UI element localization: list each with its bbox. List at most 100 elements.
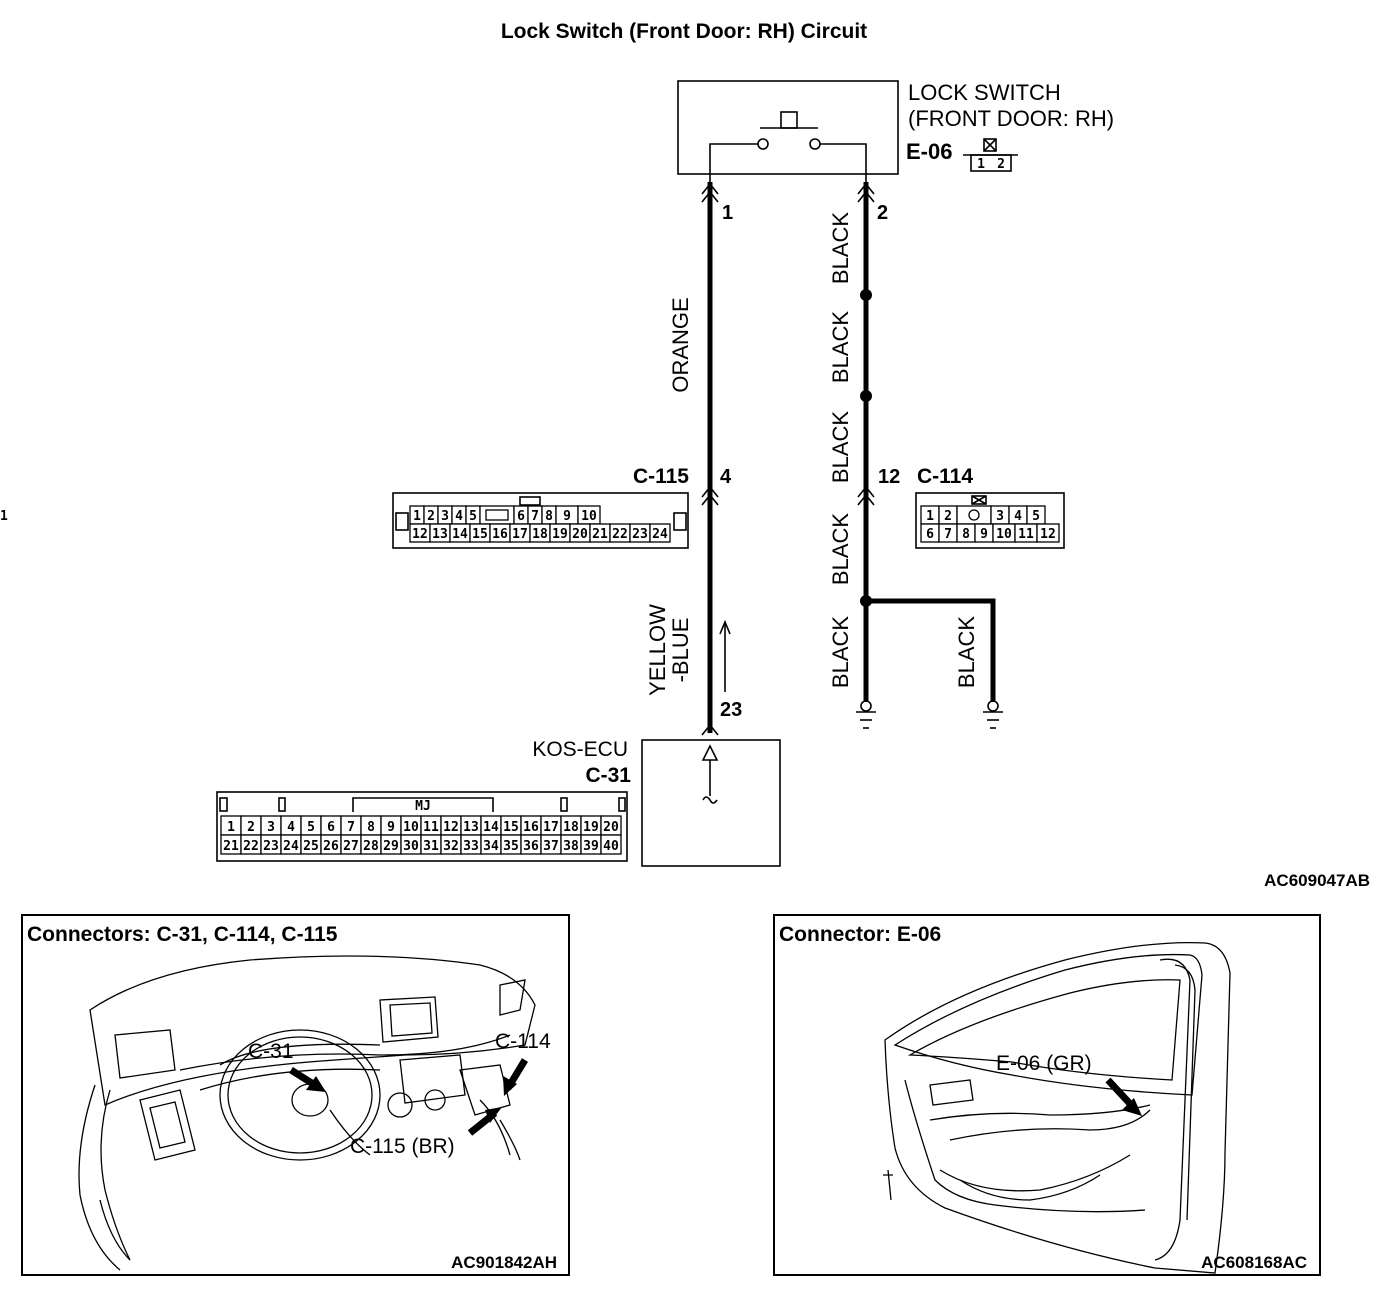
connector-pin-label: 10	[581, 509, 597, 524]
connector-pin-label: 38	[563, 839, 579, 854]
connector-pin-label: 12	[443, 820, 459, 835]
connector-pin-label: 11	[423, 820, 439, 835]
c115-label: C-115	[633, 465, 689, 488]
page-title: Lock Switch (Front Door: RH) Circuit	[501, 20, 867, 43]
connector-pin-label: 14	[483, 820, 499, 835]
wire-color-black-5: BLACK	[828, 616, 853, 688]
location-panel-left	[21, 914, 570, 1276]
connector-pin-label: 15	[472, 527, 488, 542]
connector-pin-label: 37	[543, 839, 559, 854]
connector-pin-label: 3	[441, 509, 449, 524]
connector-pin-label: 21	[592, 527, 608, 542]
panel-left-label-c114: C-114	[495, 1030, 551, 1053]
connector-pin-label: 7	[347, 820, 355, 835]
pin-label-e06-1: 1	[722, 202, 733, 224]
pin-label-e06-2: 2	[877, 202, 888, 224]
panel-left-code: AC901842AH	[451, 1253, 557, 1272]
door-sketch	[883, 941, 1231, 1274]
connector-pin-label: 1	[227, 820, 235, 835]
connector-pin-label: 11	[0, 509, 8, 524]
connector-pin-label: 14	[452, 527, 468, 542]
connector-pin-label: 5	[307, 820, 315, 835]
panel-right-label-e06: E-06 (GR)	[996, 1052, 1092, 1075]
connector-pin-label: 9	[387, 820, 395, 835]
connector-pin-label: 12	[1040, 527, 1056, 542]
connector-pin-label: 19	[552, 527, 568, 542]
connector-pin-label: 6	[517, 509, 525, 524]
location-panel-right	[773, 914, 1321, 1276]
connector-pin-cell	[649, 523, 671, 543]
connector-pin-label: 19	[583, 820, 599, 835]
e06-pin-1: 1	[977, 157, 985, 172]
connector-pin-cell	[600, 834, 622, 855]
connector-key-mark	[485, 509, 509, 521]
wire-color-black-2: BLACK	[828, 311, 853, 383]
wire-color-blue: -BLUE	[668, 618, 693, 683]
connector-pin-label: 5	[1032, 509, 1040, 524]
connector-pin-label: 9	[563, 509, 571, 524]
connector-pin-label: 1	[413, 509, 421, 524]
wire-color-black-4: BLACK	[828, 513, 853, 585]
ground-icon	[856, 700, 876, 729]
connector-pin-label: 27	[343, 839, 359, 854]
connector-pin-label: 30	[403, 839, 419, 854]
connector-pin-label: 12	[412, 527, 428, 542]
connector-pin-cell	[479, 505, 515, 525]
connector-pin-label: 17	[512, 527, 528, 542]
e06-pin-2: 2	[997, 157, 1005, 172]
wire-color-orange: ORANGE	[668, 297, 693, 392]
connector-pin-label: 13	[432, 527, 448, 542]
panel-right-code: AC608168AC	[1201, 1253, 1307, 1272]
connector-pin-label: 40	[603, 839, 619, 854]
splice-point	[860, 390, 872, 402]
connector-pin-label: 8	[367, 820, 375, 835]
connector-pin-label: 7	[944, 527, 952, 542]
connector-pin-label: 5	[469, 509, 477, 524]
c114-label: C-114	[917, 465, 973, 488]
connector-pin-label: 6	[327, 820, 335, 835]
pin-label-ecu-23: 23	[720, 699, 742, 721]
left-wire	[701, 182, 731, 736]
connector-pin-label: 28	[363, 839, 379, 854]
connector-pin-label: 39	[583, 839, 599, 854]
connector-pin-label: 4	[455, 509, 463, 524]
connector-pin-label: 11	[1018, 527, 1034, 542]
panel-left-label-c31: C-31	[248, 1040, 294, 1063]
connector-pin-label: 25	[303, 839, 319, 854]
connector-pin-label: 18	[532, 527, 548, 542]
e06-connector-icon: 1 2	[963, 138, 1018, 172]
connector-pin-label: 23	[263, 839, 279, 854]
connector-pin-label: 16	[492, 527, 508, 542]
panel-left-title: Connectors: C-31, C-114, C-115	[27, 923, 338, 946]
panel-left-label-c115: C-115 (BR)	[350, 1135, 455, 1158]
connector-pin-label: 22	[612, 527, 628, 542]
connector-pin-label: 34	[483, 839, 499, 854]
diagram-code: AC609047AB	[1264, 871, 1370, 890]
wire-color-yellow: YELLOW	[645, 604, 670, 696]
connector-pin-label: 21	[223, 839, 239, 854]
splice-point	[860, 289, 872, 301]
connector-pin-label: 3	[996, 509, 1004, 524]
connector-pin-label: 26	[323, 839, 339, 854]
connector-pin-label: 1	[926, 509, 934, 524]
connector-pin-cell	[1036, 523, 1060, 543]
connector-pin-label: 15	[503, 820, 519, 835]
connector-pin-label: 20	[572, 527, 588, 542]
connector-pin-label: 29	[383, 839, 399, 854]
connector-pin-label: 9	[980, 527, 988, 542]
kos-ecu-box	[641, 739, 781, 867]
connector-pin-label: 4	[287, 820, 295, 835]
connector-pin-label: 8	[962, 527, 970, 542]
e06-connector-label: E-06	[906, 139, 952, 164]
connector-pin-label: 13	[463, 820, 479, 835]
wire-color-black-3: BLACK	[828, 411, 853, 483]
dashboard-sketch	[78, 955, 536, 1271]
lock-switch	[677, 80, 899, 182]
connector-pin-label: 33	[463, 839, 479, 854]
connector-pin-label: 4	[1014, 509, 1022, 524]
connector-pin-cell	[956, 505, 992, 525]
connector-key-mark	[968, 509, 980, 521]
